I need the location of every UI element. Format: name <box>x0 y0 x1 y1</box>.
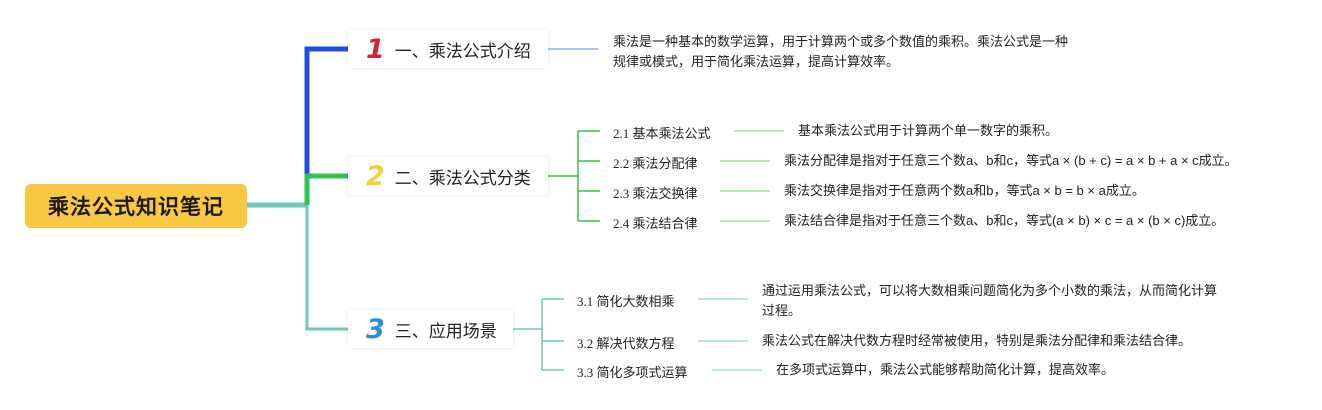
branch-2-number: 2 <box>366 160 385 192</box>
branch1-link <box>304 46 348 175</box>
branch-1-desc-line2: 规律或模式，用于简化乘法运算，提高计算效率。 <box>613 54 900 69</box>
subnode-3-2[interactable]: 3.2 解决代数方程 <box>577 333 675 352</box>
subnode-3-1-label: 3.1 简化大数相乘 <box>577 294 675 309</box>
subnode-2-2-desc: 乘法分配律是指对于任意三个数a、b和c，等式a × (b + c) = a × … <box>784 153 1238 168</box>
subnode-2-1-desc: 基本乘法公式用于计算两个单一数字的乘积。 <box>798 123 1059 138</box>
subnode-3-1-desc-line2: 过程。 <box>762 303 802 318</box>
subnode-2-1[interactable]: 2.1 基本乘法公式 <box>613 123 711 142</box>
subnode-2-4[interactable]: 2.4 乘法结合律 <box>613 213 698 232</box>
subnode-2-4-label: 2.4 乘法结合律 <box>613 216 698 231</box>
subnode-3-3-desc: 在多项式运算中，乘法公式能够帮助简化计算，提高效率。 <box>776 362 1115 377</box>
subnode-3-3[interactable]: 3.3 简化多项式运算 <box>577 362 688 381</box>
branch-1-number: 1 <box>366 33 385 65</box>
root-title: 乘法公式知识笔记 <box>48 196 224 219</box>
branch2-desc-links <box>720 130 784 222</box>
branch-1-node[interactable]: 1 一、乘法公式介绍 <box>348 30 548 68</box>
subnode-3-3-label: 3.3 简化多项式运算 <box>577 365 688 380</box>
branch-1-label: 一、乘法公式介绍 <box>394 41 531 61</box>
subnode-3-1[interactable]: 3.1 简化大数相乘 <box>577 291 675 310</box>
branch-1-description: 乘法是一种基本的数学运算，用于计算两个或多个数值的乘积。乘法公式是一种 规律或模… <box>613 32 1068 72</box>
branch3-children-links <box>513 298 564 371</box>
branch3-desc-links <box>698 298 762 371</box>
root-node[interactable]: 乘法公式知识笔记 <box>25 184 247 228</box>
subnode-2-2[interactable]: 2.2 乘法分配律 <box>613 153 698 172</box>
subnode-2-3-label: 2.3 乘法交换律 <box>613 186 698 201</box>
branch-2-label: 二、乘法公式分类 <box>394 168 531 188</box>
branch-1-desc-line1: 乘法是一种基本的数学运算，用于计算两个或多个数值的乘积。乘法公式是一种 <box>613 34 1069 49</box>
subnode-2-2-label: 2.2 乘法分配律 <box>613 156 698 171</box>
subnode-3-2-label: 3.2 解决代数方程 <box>577 336 675 351</box>
branch-3-number: 3 <box>366 313 385 345</box>
subnode-3-2-desc: 乘法公式在解决代数方程时经常被使用，特别是乘法分配律和乘法结合律。 <box>762 333 1192 348</box>
subnode-3-1-desc: 通过运用乘法公式，可以将大数相乘问题简化为多个小数的乘法，从而简化计算 过程。 <box>762 281 1217 321</box>
branch2-link <box>304 173 348 205</box>
branch-3-node[interactable]: 3 三、应用场景 <box>348 310 513 348</box>
branch3-link <box>305 205 348 331</box>
branch-2-node[interactable]: 2 二、乘法公式分类 <box>348 157 548 195</box>
subnode-2-1-label: 2.1 基本乘法公式 <box>613 126 711 141</box>
subnode-2-4-desc: 乘法结合律是指对于任意三个数a、b和c，等式(a × b) × c = a × … <box>784 213 1225 228</box>
subnode-2-3[interactable]: 2.3 乘法交换律 <box>613 183 698 202</box>
branch-3-label: 三、应用场景 <box>394 321 497 341</box>
branch2-children-links <box>548 130 600 222</box>
subnode-2-3-desc: 乘法交换律是指对于任意两个数a和b，等式a × b = b × a成立。 <box>784 183 1145 198</box>
subnode-3-1-desc-line1: 通过运用乘法公式，可以将大数相乘问题简化为多个小数的乘法，从而简化计算 <box>762 283 1218 298</box>
